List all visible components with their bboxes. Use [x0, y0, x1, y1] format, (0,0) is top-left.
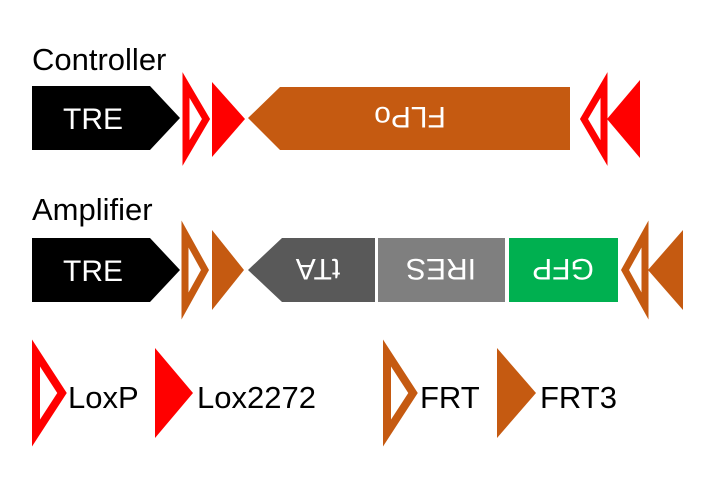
tta-label: tTA [296, 252, 340, 285]
legend-item-frt: FRT [383, 339, 480, 447]
lox2272-site-icon [607, 80, 640, 158]
frt-site-icon [181, 220, 210, 320]
frt3-site-icon [212, 230, 244, 310]
legend: LoxP Lox2272 FRT FRT3 [32, 339, 617, 447]
ires-label: IRES [406, 252, 476, 285]
frt-hollow-triangle-icon [383, 339, 418, 447]
legend-label: LoxP [68, 380, 139, 415]
loxp-site-icon [579, 72, 608, 166]
controller-title: Controller [32, 42, 166, 77]
lox2272-site-icon [212, 82, 245, 157]
tta-gene: tTA [248, 238, 375, 302]
loxp-site-icon [182, 72, 211, 166]
amplifier-tre-label: TRE [63, 255, 123, 288]
legend-label: FRT3 [540, 380, 617, 415]
frt-site-icon [620, 220, 649, 320]
legend-label: FRT [420, 380, 480, 415]
flpo-label: FLPo [374, 100, 446, 133]
legend-item-frt3: FRT3 [497, 348, 617, 438]
legend-item-loxp: LoxP [32, 339, 139, 447]
legend-item-lox2272: Lox2272 [155, 348, 316, 438]
gfp-label: GFP [532, 252, 594, 285]
flpo-gene: FLPo [248, 87, 570, 150]
controller-tre-label: TRE [63, 103, 123, 136]
amplifier-title: Amplifier [32, 192, 153, 227]
ires-element: IRES [378, 238, 505, 302]
lox2272-filled-triangle-icon [155, 348, 193, 438]
frt3-site-icon [648, 230, 683, 310]
amplifier-tre-promoter: TRE [32, 238, 180, 302]
gfp-gene: GFP [509, 238, 618, 302]
frt3-filled-triangle-icon [497, 348, 536, 438]
controller-tre-promoter: TRE [32, 86, 180, 150]
legend-label: Lox2272 [197, 380, 316, 415]
loxp-hollow-triangle-icon [32, 339, 67, 447]
